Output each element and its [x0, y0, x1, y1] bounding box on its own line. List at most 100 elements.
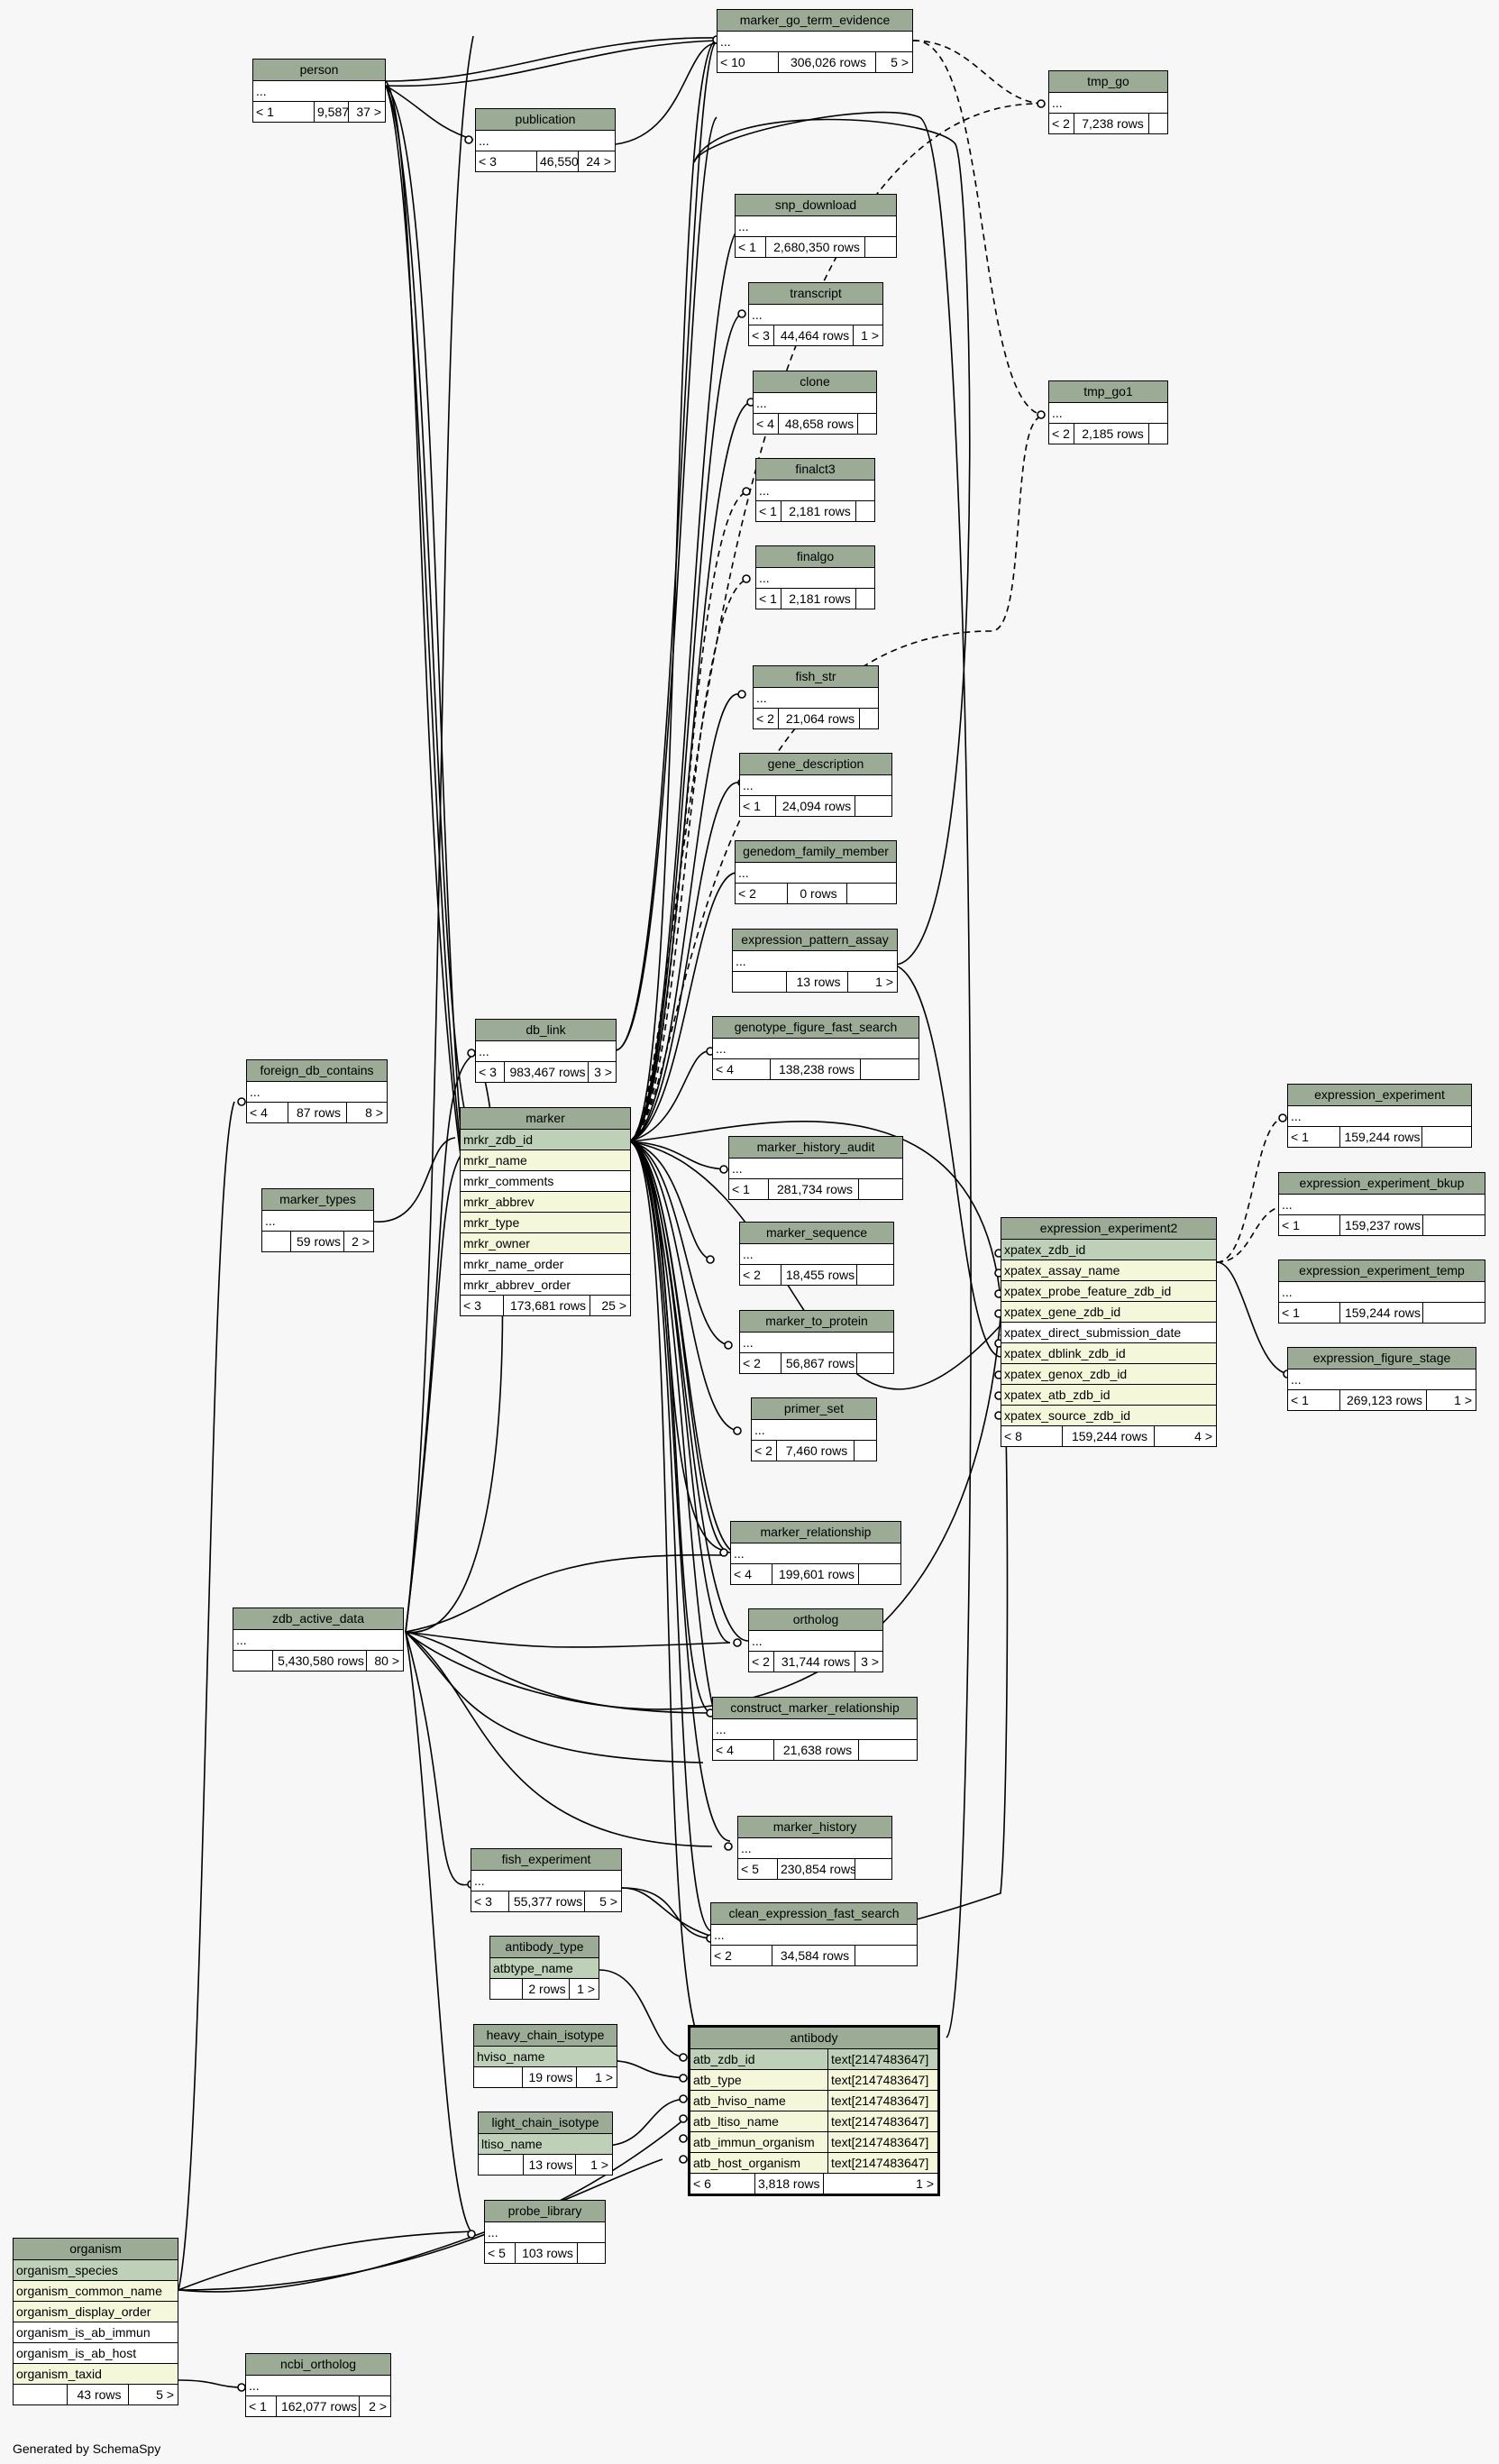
table-title[interactable]: marker_types: [262, 1189, 373, 1211]
parents-count[interactable]: < 1: [740, 796, 776, 816]
table-title[interactable]: tmp_go: [1049, 71, 1167, 93]
table-title[interactable]: heavy_chain_isotype: [474, 2025, 617, 2047]
table-title[interactable]: light_chain_isotype: [479, 2112, 612, 2134]
table-title[interactable]: probe_library: [485, 2201, 605, 2222]
parents-count[interactable]: < 4: [247, 1103, 288, 1122]
table-title[interactable]: genedom_family_member: [736, 841, 896, 863]
children-count[interactable]: [847, 884, 896, 903]
table-publication[interactable]: publication ... < 346,550 rows24 >: [475, 108, 616, 172]
parents-count[interactable]: < 3: [749, 325, 774, 345]
children-count[interactable]: [858, 414, 876, 434]
children-count[interactable]: 80 >: [374, 1653, 399, 1668]
parents-count[interactable]: < 2: [740, 1265, 781, 1285]
table-marker[interactable]: marker mrkr_zdb_id mrkr_name mrkr_commen…: [460, 1107, 631, 1316]
parents-count[interactable]: < 3: [461, 1296, 504, 1315]
table-organism[interactable]: organism organism_species organism_commo…: [13, 2238, 178, 2405]
parents-count[interactable]: < 4: [731, 1564, 772, 1584]
children-count[interactable]: [859, 1740, 917, 1760]
parents-count[interactable]: < 2: [1049, 424, 1074, 444]
table-title[interactable]: clone: [754, 371, 876, 393]
parents-count[interactable]: [262, 1232, 291, 1251]
children-count[interactable]: [865, 237, 896, 257]
table-title[interactable]: zdb_active_data: [233, 1608, 403, 1630]
children-count[interactable]: 1 >: [595, 2070, 613, 2084]
table-title[interactable]: construct_marker_relationship: [713, 1698, 917, 1719]
table-title[interactable]: transcript: [749, 283, 882, 305]
children-count[interactable]: 1 >: [875, 975, 893, 989]
children-count[interactable]: [857, 1353, 893, 1373]
children-count[interactable]: [856, 501, 874, 521]
children-count[interactable]: 37 >: [356, 105, 381, 119]
children-count[interactable]: 4 >: [1194, 1429, 1212, 1443]
parents-count[interactable]: < 2: [752, 1441, 777, 1461]
table-title[interactable]: organism: [14, 2239, 178, 2260]
parents-count[interactable]: < 1: [756, 501, 781, 521]
children-count[interactable]: 3 >: [861, 1654, 879, 1669]
children-count[interactable]: 1 >: [916, 2176, 934, 2191]
children-count[interactable]: [859, 1179, 902, 1199]
parents-count[interactable]: < 5: [485, 2243, 516, 2263]
children-count[interactable]: [1423, 1215, 1485, 1235]
table-title[interactable]: expression_experiment: [1288, 1085, 1471, 1106]
children-count[interactable]: 5 >: [891, 55, 909, 69]
children-count[interactable]: 5 >: [156, 2387, 174, 2402]
children-count[interactable]: 24 >: [586, 154, 611, 169]
table-title[interactable]: marker_history_audit: [729, 1137, 902, 1159]
parents-count[interactable]: [479, 2155, 524, 2175]
children-count[interactable]: [1149, 424, 1167, 444]
table-title[interactable]: expression_figure_stage: [1288, 1348, 1476, 1369]
parents-count[interactable]: [474, 2067, 523, 2087]
children-count[interactable]: [855, 1859, 891, 1879]
children-count[interactable]: [861, 1059, 919, 1079]
children-count[interactable]: [1423, 1303, 1485, 1323]
table-title[interactable]: expression_experiment_bkup: [1279, 1173, 1485, 1195]
parents-count[interactable]: < 4: [754, 414, 779, 434]
table-title[interactable]: foreign_db_contains: [247, 1060, 387, 1082]
parents-count[interactable]: < 1: [729, 1179, 769, 1199]
table-title[interactable]: publication: [476, 109, 615, 131]
table-title[interactable]: person: [253, 60, 385, 81]
parents-count[interactable]: [233, 1651, 273, 1671]
parents-count[interactable]: < 4: [713, 1740, 774, 1760]
parents-count[interactable]: < 2: [740, 1353, 781, 1373]
table-title[interactable]: expression_pattern_assay: [733, 930, 897, 951]
table-title[interactable]: clean_expression_fast_search: [711, 1903, 917, 1925]
parents-count[interactable]: < 1: [253, 102, 315, 122]
parents-count[interactable]: < 3: [476, 1062, 505, 1082]
parents-count[interactable]: [14, 2385, 68, 2404]
parents-count[interactable]: [490, 1979, 523, 1999]
table-expression-experiment2[interactable]: expression_experiment2 xpatex_zdb_id xpa…: [1001, 1217, 1217, 1447]
children-count[interactable]: 1 >: [590, 2157, 608, 2172]
table-title[interactable]: fish_experiment: [471, 1849, 621, 1871]
children-count[interactable]: [855, 1441, 876, 1461]
table-title[interactable]: gene_description: [740, 754, 891, 775]
